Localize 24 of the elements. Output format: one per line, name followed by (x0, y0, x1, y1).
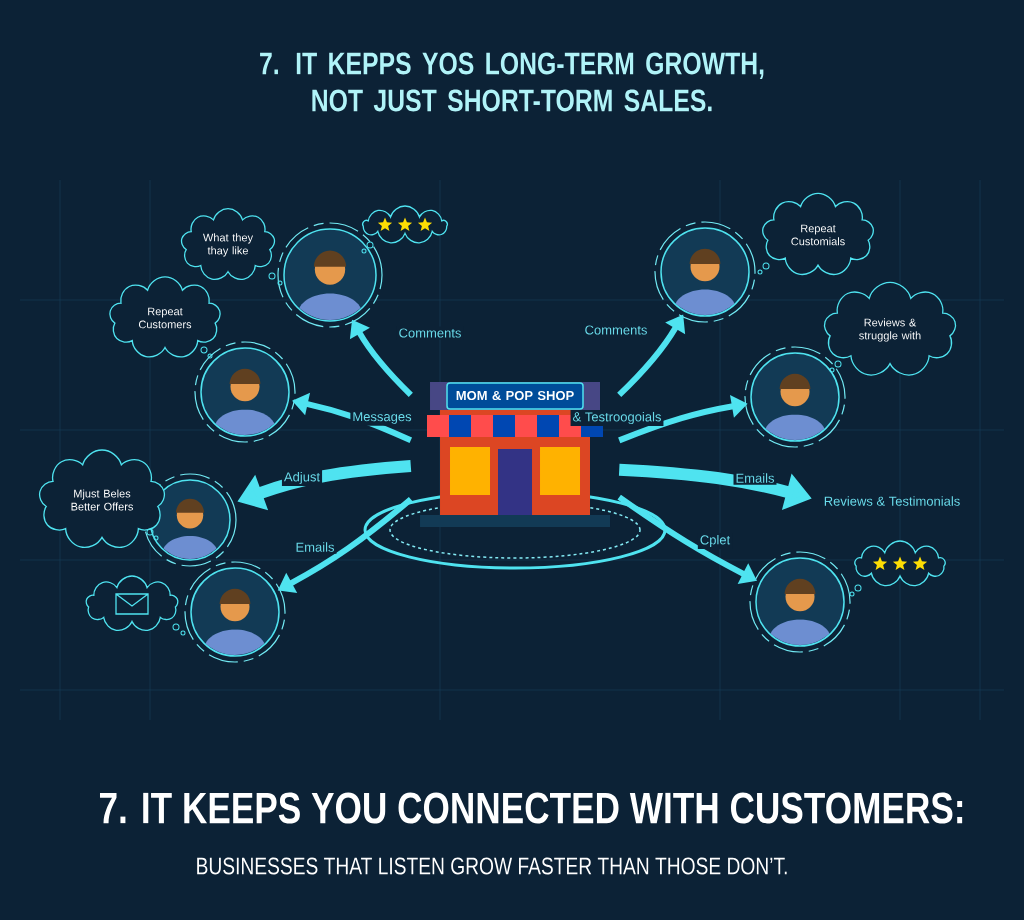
callout-text: Reviews & Testimonials (824, 496, 960, 506)
thought-bubble: Repeat Customials (762, 192, 874, 276)
edge-label: Emails (733, 471, 777, 485)
thought-bubble: Mjust Beles Better Offers (38, 449, 166, 549)
edge-label: Comments (582, 323, 650, 337)
edge-label: Comments (396, 326, 464, 340)
person-avatar (184, 561, 286, 663)
node-label: MOM & POP SHOP (456, 390, 574, 401)
thought-bubble: Reviews & struggle with (823, 281, 957, 376)
thought-bubble (362, 205, 448, 244)
person-avatar (654, 221, 756, 323)
title: 7. IT KEPPS YOS LONG-TERM GROWTH, NOT JUST SHORT-TORM SALES. (260, 52, 764, 112)
heading: 7. IT KEEPS YOU CONNECTED WITH CUSTOMERS: (100, 792, 963, 824)
thought-bubble: Repeat Customers (109, 276, 221, 358)
person-avatar (277, 222, 383, 328)
person-avatar (744, 346, 846, 448)
person-avatar (194, 341, 296, 443)
subheading: BUSINESSES THAT LISTEN GROW FASTER THAN THOSE DON’T. (197, 857, 787, 875)
thought-bubble: What they thay like (180, 208, 276, 281)
edge-label: Emails (293, 540, 337, 554)
edge-label: Messages (350, 410, 414, 426)
thought-bubble (854, 540, 946, 587)
thought-bubble (85, 575, 179, 632)
person-avatar (749, 551, 851, 653)
